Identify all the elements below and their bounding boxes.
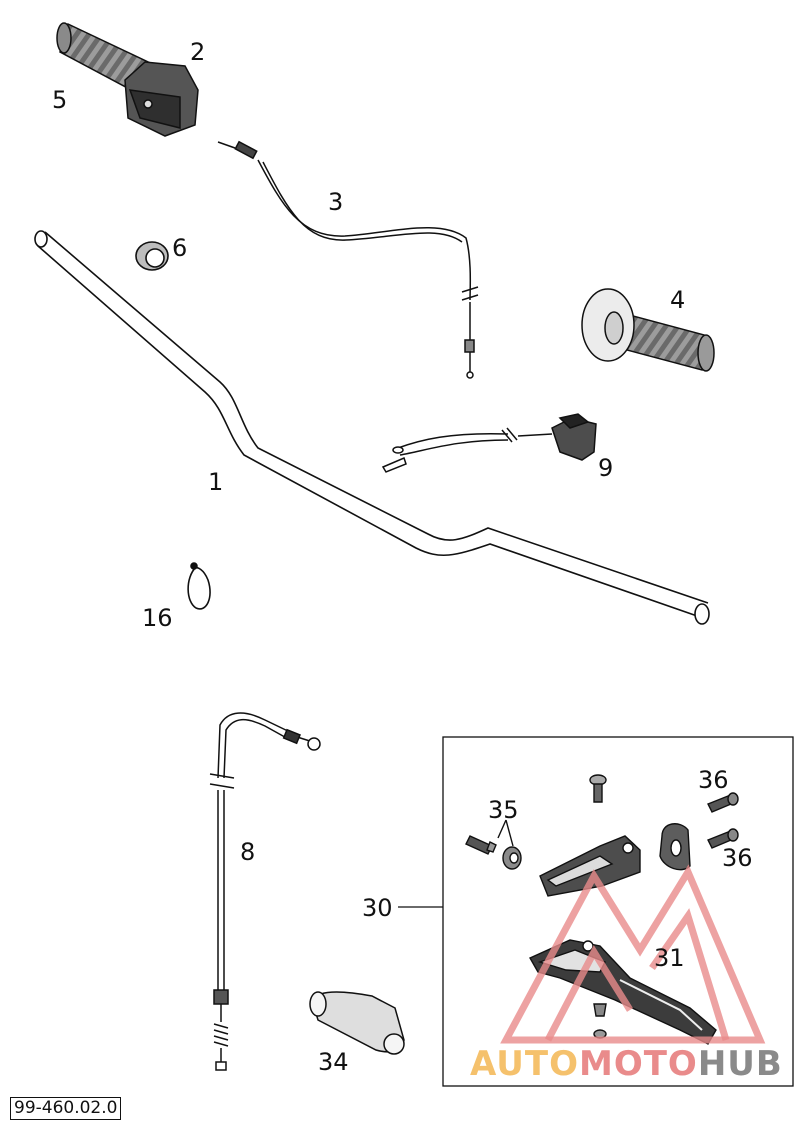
adjuster-screw-part bbox=[465, 819, 522, 870]
left-grip-part bbox=[581, 288, 715, 372]
callout-30: 30 bbox=[362, 894, 393, 922]
callout-36-bottom: 36 bbox=[722, 844, 753, 872]
callout-6: 6 bbox=[172, 234, 188, 262]
callout-2: 2 bbox=[190, 38, 206, 66]
callout-36-top: 36 bbox=[698, 766, 729, 794]
callout-3: 3 bbox=[328, 188, 344, 216]
throttle-cable-part bbox=[217, 140, 479, 379]
document-code: 99-460.02.0 bbox=[10, 1097, 122, 1120]
watermark-brand: AUTOMOTOHUB bbox=[470, 1044, 783, 1084]
callout-34: 34 bbox=[318, 1048, 349, 1076]
watermark-text-hub: HUB bbox=[697, 1044, 783, 1084]
cable-strap-part bbox=[187, 562, 211, 610]
clamp-bolt-part bbox=[707, 792, 739, 849]
callout-31: 31 bbox=[654, 944, 685, 972]
lever-cover-part bbox=[309, 991, 405, 1055]
callout-1: 1 bbox=[208, 468, 224, 496]
lever-housing-part bbox=[539, 835, 641, 897]
callout-8: 8 bbox=[240, 838, 256, 866]
watermark-text-auto: AUTO bbox=[470, 1044, 579, 1084]
callout-9: 9 bbox=[598, 454, 614, 482]
watermark-logo-icon bbox=[500, 864, 766, 1044]
callout-4: 4 bbox=[670, 286, 686, 314]
kill-switch-part bbox=[381, 413, 597, 473]
throttle-housing-part bbox=[124, 61, 199, 137]
clutch-cable-part bbox=[209, 712, 321, 1071]
watermark-text-moto: MOTO bbox=[578, 1044, 698, 1084]
ring-part bbox=[135, 241, 169, 271]
handlebar-part bbox=[34, 230, 710, 625]
lever-clamp-part bbox=[659, 823, 691, 871]
pivot-bolt-part bbox=[589, 774, 607, 803]
callout-35: 35 bbox=[488, 796, 519, 824]
callout-5: 5 bbox=[52, 86, 68, 114]
lever-assembly-box bbox=[398, 736, 794, 1087]
callout-16: 16 bbox=[142, 604, 173, 632]
